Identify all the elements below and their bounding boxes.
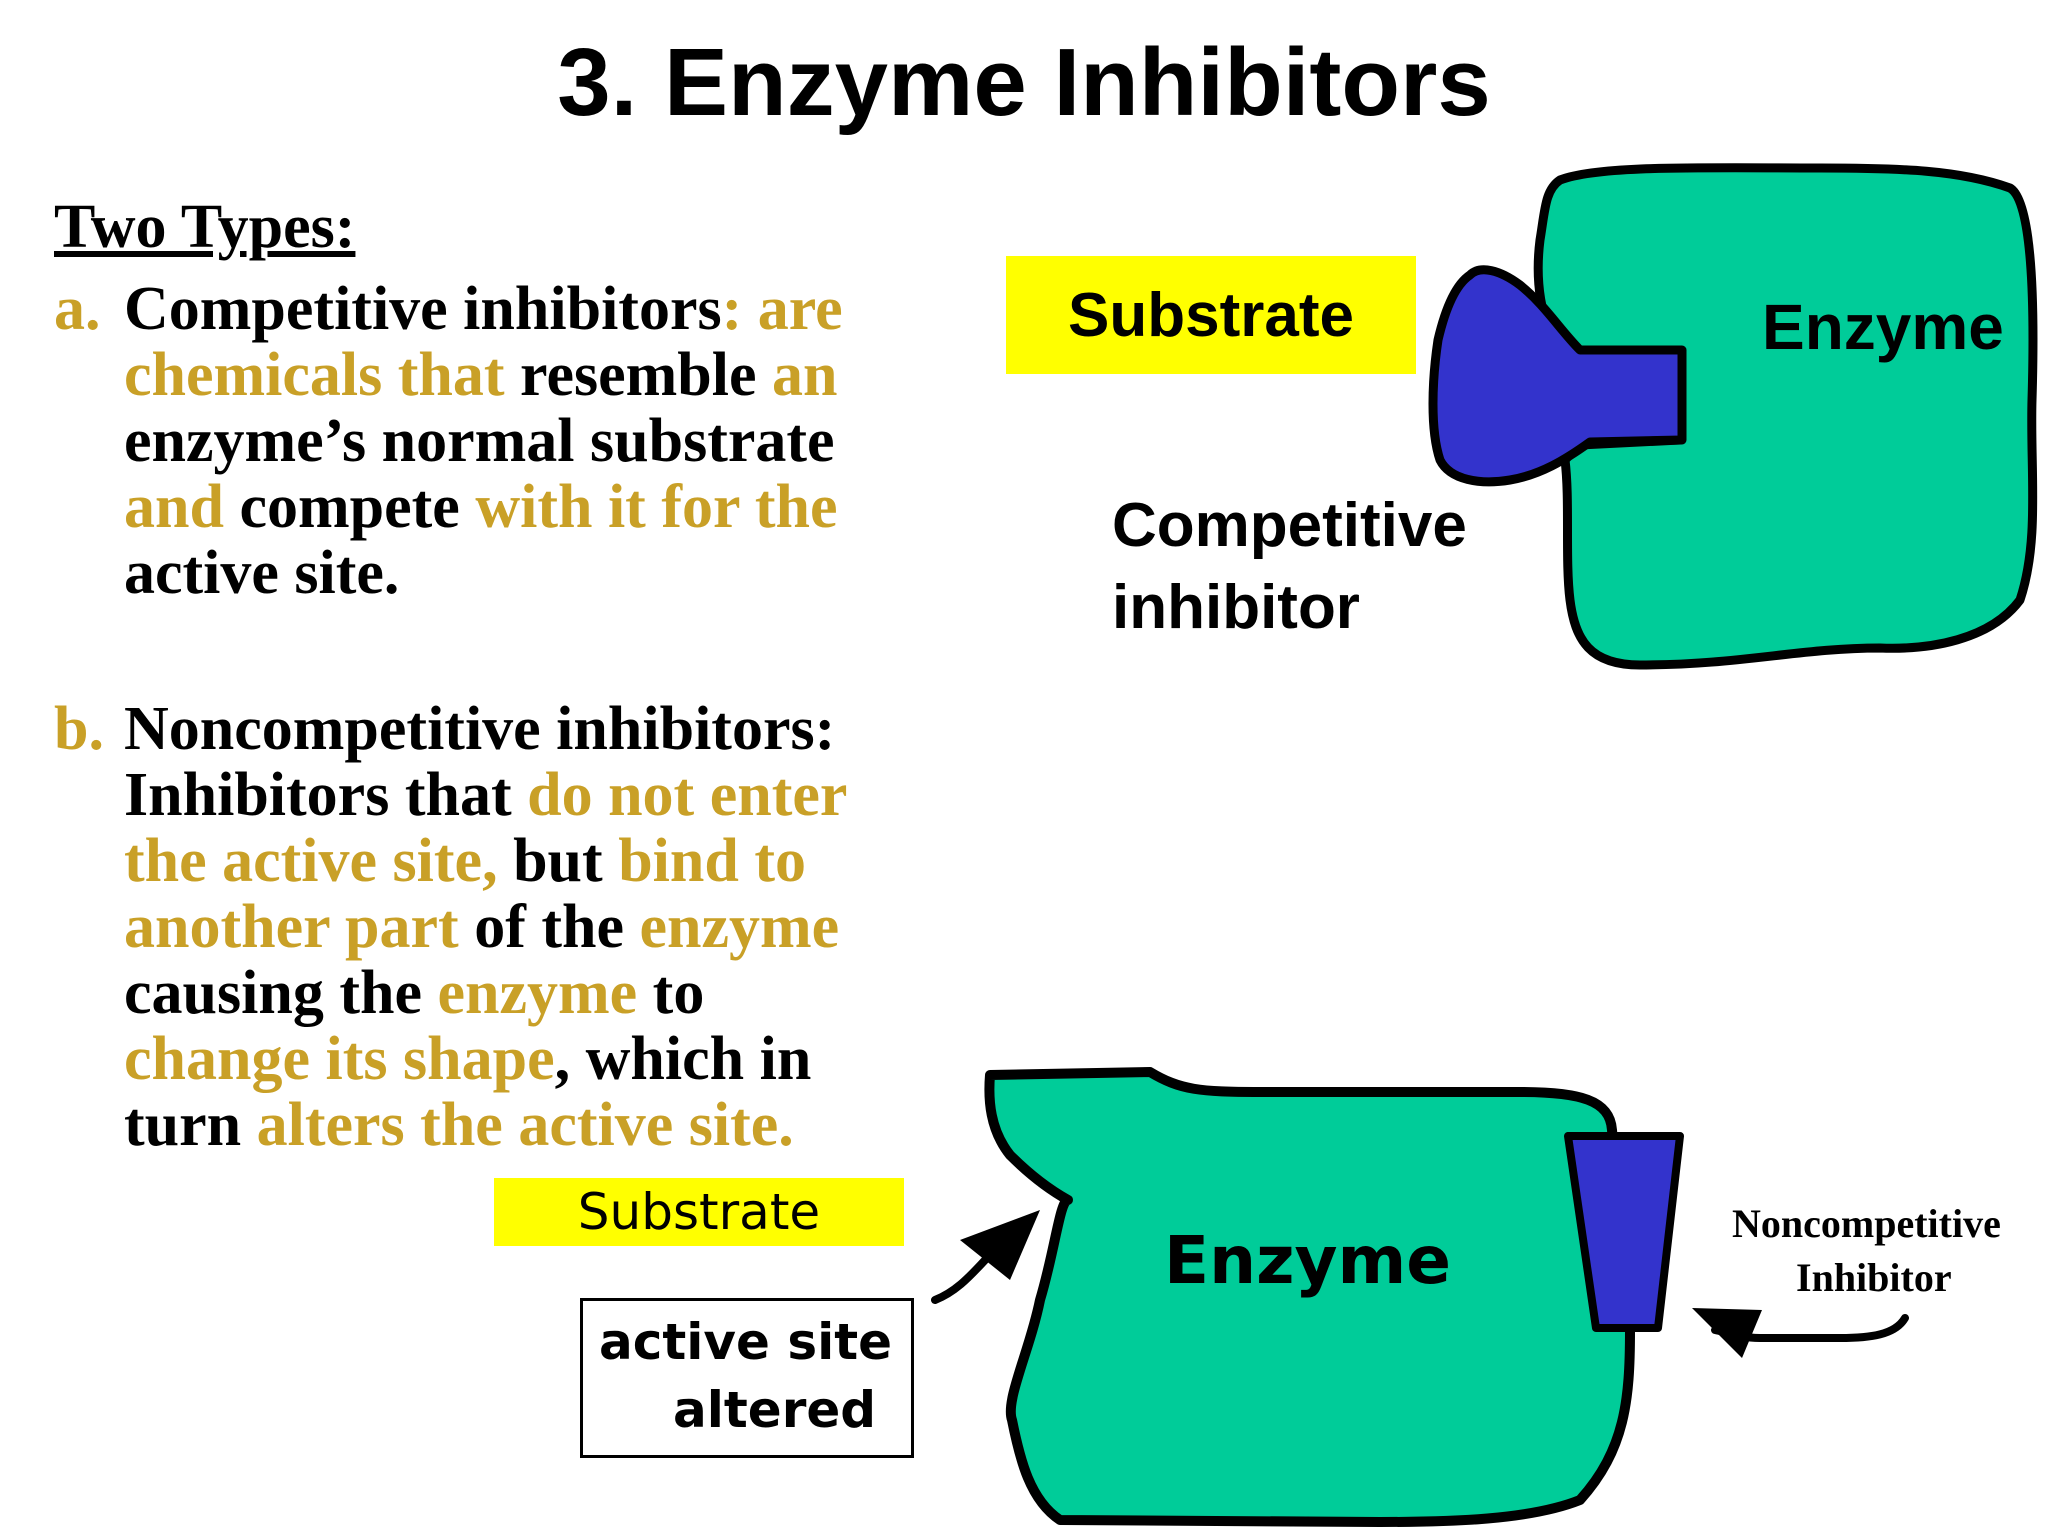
item-b-line: another part of the enzyme bbox=[124, 894, 1024, 960]
noncompetitive-inhibitor-label-2: Inhibitor bbox=[1796, 1255, 1952, 1300]
active-site-arrow-head bbox=[960, 1210, 1040, 1280]
bottom-enzyme-label: Enzyme bbox=[1164, 1222, 1452, 1299]
item-b-marker: b. bbox=[54, 695, 104, 763]
item-b-text-segment: bind to bbox=[618, 827, 807, 895]
top-substrate-label: Substrate bbox=[1068, 280, 1354, 350]
inhibitor-arrow-head bbox=[1692, 1308, 1762, 1358]
item-a-text-segment: resemble bbox=[504, 341, 772, 409]
item-b-text-segment: change its shape bbox=[124, 1025, 555, 1093]
item-b-text-segment: , which in bbox=[554, 1025, 812, 1093]
competitive-inhibitor-label-1: Competitive bbox=[1112, 491, 1467, 560]
item-b-line: Inhibitors that do not enter bbox=[124, 762, 1024, 828]
item-a-text-segment: with it for the bbox=[475, 473, 838, 541]
item-b-text-segment: but bbox=[497, 827, 619, 895]
bottom-substrate-label: Substrate bbox=[577, 1183, 821, 1241]
item-a-line: chemicals that resemble an bbox=[124, 342, 1024, 408]
two-types-heading: Two Types: bbox=[54, 193, 356, 261]
item-b-text-segment: turn bbox=[124, 1091, 257, 1159]
item-b-text-segment: another part bbox=[124, 893, 459, 961]
item-a-line: enzyme’s normal substrate bbox=[124, 408, 1024, 474]
item-a-text-segment: enzyme’s normal substrate bbox=[124, 407, 835, 475]
noncompetitive-inhibitor-shape bbox=[1564, 1132, 1684, 1332]
active-site-altered-box: active site altered bbox=[580, 1298, 914, 1458]
item-b-text-segment: of the bbox=[458, 893, 640, 961]
item-a-text-segment: active site. bbox=[124, 539, 400, 607]
item-a-text-segment: chemicals that bbox=[124, 341, 505, 409]
item-b-text-segment: the active site, bbox=[124, 827, 498, 895]
item-b-text-segment: enzyme bbox=[639, 893, 840, 961]
active-site-arrow-line bbox=[931, 1251, 994, 1304]
item-b-line: change its shape, which in bbox=[124, 1026, 1024, 1092]
item-a-text-segment: : are bbox=[721, 275, 843, 343]
item-a-text-segment: compete bbox=[223, 473, 476, 541]
item-a-text-segment: an bbox=[771, 341, 838, 409]
item-b-text-segment: do not enter bbox=[527, 761, 848, 829]
item-b-text-segment: causing the bbox=[124, 959, 438, 1027]
item-b-text-segment: Noncompetitive inhibitors: bbox=[124, 695, 836, 763]
item-a-line: active site. bbox=[124, 540, 1024, 606]
slide-title: 3. Enzyme Inhibitors bbox=[557, 29, 1491, 136]
item-a-marker: a. bbox=[54, 275, 101, 343]
item-a-line: Competitive inhibitors: are bbox=[124, 276, 1024, 342]
item-b-line: the active site, but bind to bbox=[124, 828, 1024, 894]
item-b-line: causing the enzyme to bbox=[124, 960, 1024, 1026]
competitive-inhibitor-shape bbox=[1428, 265, 1687, 487]
item-b-text-segment: enzyme bbox=[437, 959, 638, 1027]
top-substrate-box: Substrate bbox=[1006, 256, 1416, 374]
item-a-line: and compete with it for the bbox=[124, 474, 1024, 540]
item-a-text-segment: Competitive inhibitors bbox=[124, 275, 722, 343]
active-site-label-1: active site bbox=[599, 1313, 893, 1371]
bottom-enzyme-shape bbox=[984, 1067, 1635, 1527]
bottom-substrate-box: Substrate bbox=[494, 1178, 904, 1246]
item-b-line: turn alters the active site. bbox=[124, 1092, 1024, 1158]
top-enzyme-label: Enzyme bbox=[1762, 291, 2004, 363]
active-site-label-2: altered bbox=[673, 1381, 877, 1439]
item-b-line: Noncompetitive inhibitors: bbox=[124, 696, 1024, 762]
item-b-text-segment: alters the active site. bbox=[256, 1091, 794, 1159]
item-b-text-segment: to bbox=[637, 959, 705, 1027]
competitive-inhibitor-label-2: inhibitor bbox=[1112, 573, 1360, 642]
item-b-text: Noncompetitive inhibitors:Inhibitors tha… bbox=[124, 696, 1024, 1158]
noncompetitive-inhibitor-label-1: Noncompetitive bbox=[1732, 1201, 2001, 1246]
item-b-text-segment: Inhibitors that bbox=[124, 761, 528, 829]
item-a-text-segment: and bbox=[124, 473, 224, 541]
